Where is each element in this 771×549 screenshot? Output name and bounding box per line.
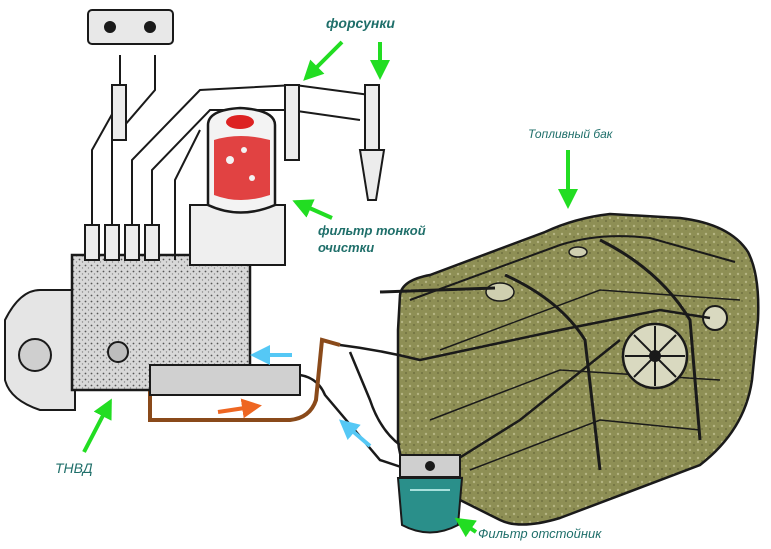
sediment-bowl bbox=[396, 477, 464, 534]
pointer-arrows bbox=[82, 40, 578, 538]
flow-arrows bbox=[217, 345, 372, 448]
sediment-filter bbox=[396, 454, 464, 534]
fuel-tank-strap-1 bbox=[504, 273, 602, 471]
high-pressure-lines bbox=[91, 55, 371, 260]
bracket bbox=[87, 9, 174, 45]
filler-neck-rod bbox=[379, 286, 496, 294]
label-fuel-tank: Топливный бак bbox=[528, 127, 613, 141]
pump-sections bbox=[84, 224, 160, 261]
label-injection-pump: ТНВД bbox=[55, 460, 93, 476]
arrow-injectors-left bbox=[303, 40, 344, 81]
fuel-tank-rib-3 bbox=[469, 419, 701, 471]
fuel-tank bbox=[379, 212, 760, 526]
arrow-injection-pump bbox=[82, 398, 112, 453]
return-pipe bbox=[148, 337, 341, 422]
label-injectors: форсунки bbox=[326, 15, 395, 31]
fine-filter-element bbox=[214, 136, 270, 200]
arrow-sediment-filter bbox=[454, 517, 478, 538]
fine-filter bbox=[189, 106, 286, 266]
label-fine-filter-line1: фильтр тонкой bbox=[318, 223, 426, 238]
fuel-tank-rib-1 bbox=[439, 289, 741, 351]
injection-pump bbox=[4, 9, 371, 411]
injectors bbox=[111, 84, 386, 201]
fuel-tank-top-edge bbox=[409, 235, 736, 301]
fuel-tank-strap-2 bbox=[599, 238, 702, 441]
fine-filter-cap bbox=[226, 115, 254, 129]
return-flow-arrow-2 bbox=[338, 419, 372, 448]
label-sediment-filter: Фильтр отстойник bbox=[478, 526, 602, 541]
label-fine-filter-line2: очистки bbox=[318, 240, 375, 255]
arrow-fine-filter bbox=[292, 199, 333, 220]
fuel-level-sender bbox=[485, 282, 515, 302]
fuel-tank-cap bbox=[568, 246, 588, 258]
supply-flow-arrow bbox=[217, 398, 262, 419]
